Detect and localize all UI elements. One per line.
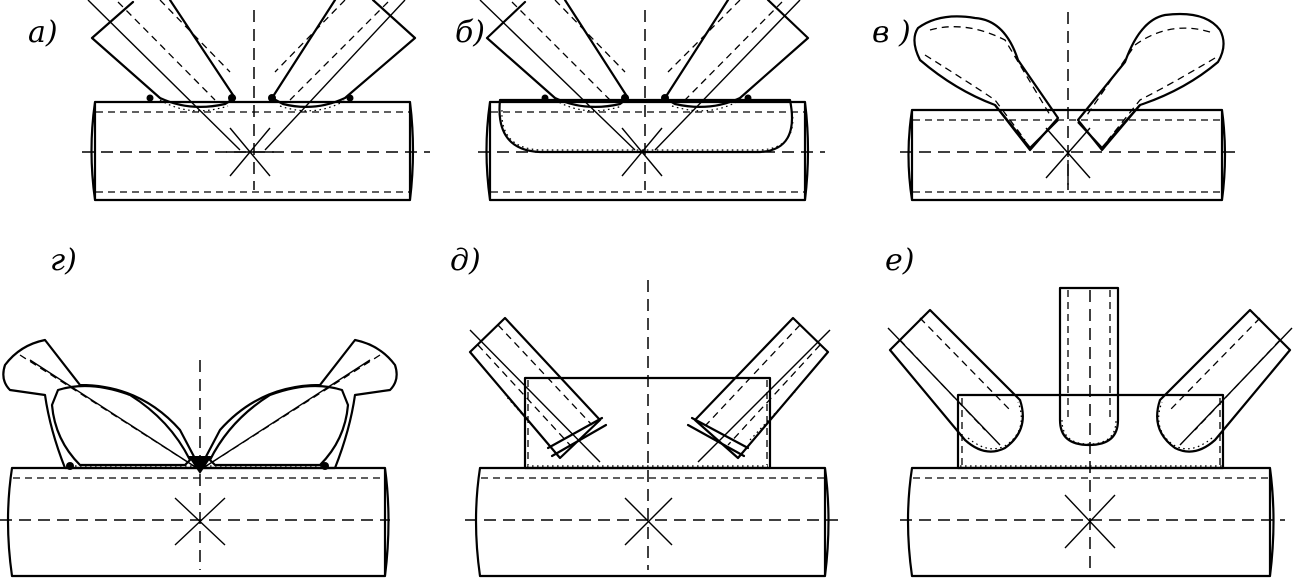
label-e: е) xyxy=(885,243,914,278)
node-point-e xyxy=(1064,494,1116,549)
node-point-g xyxy=(174,497,226,546)
node-point-a xyxy=(226,127,274,177)
label-d: д) xyxy=(450,243,481,278)
node-point-v xyxy=(1045,127,1091,185)
panel-b: б) xyxy=(455,0,825,202)
node-point-d xyxy=(624,497,673,546)
label-v: в ) xyxy=(872,15,911,50)
panel-a: а) xyxy=(28,0,430,202)
panel-v: в ) xyxy=(872,12,1240,202)
panel-g: г) xyxy=(0,243,398,578)
label-a: а) xyxy=(28,15,58,50)
panel-d: д) xyxy=(450,243,840,578)
label-b: б) xyxy=(455,15,485,50)
panel-e: е) xyxy=(885,243,1293,578)
label-g: г) xyxy=(50,243,77,278)
